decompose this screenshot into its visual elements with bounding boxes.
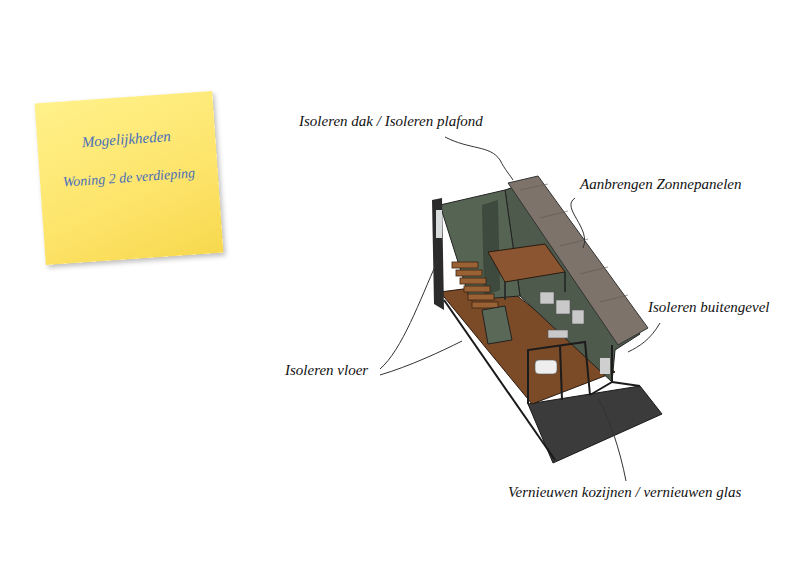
callout-label: Isoleren buitengevel <box>646 299 771 316</box>
callout-label: Isoleren dak / Isoleren plafond <box>297 113 485 130</box>
callout-label: Isoleren vloer <box>283 362 370 379</box>
callout-label: Aanbrengen Zonnepanelen <box>578 176 744 193</box>
sticky-note: MogelijkhedenWoning 2 de verdieping <box>35 91 224 265</box>
note-body: Woning 2 de verdieping <box>60 165 199 191</box>
callout-label: Vernieuwen kozijnen / vernieuwen glas <box>506 484 743 501</box>
note-heading: Mogelijkheden <box>37 125 216 154</box>
